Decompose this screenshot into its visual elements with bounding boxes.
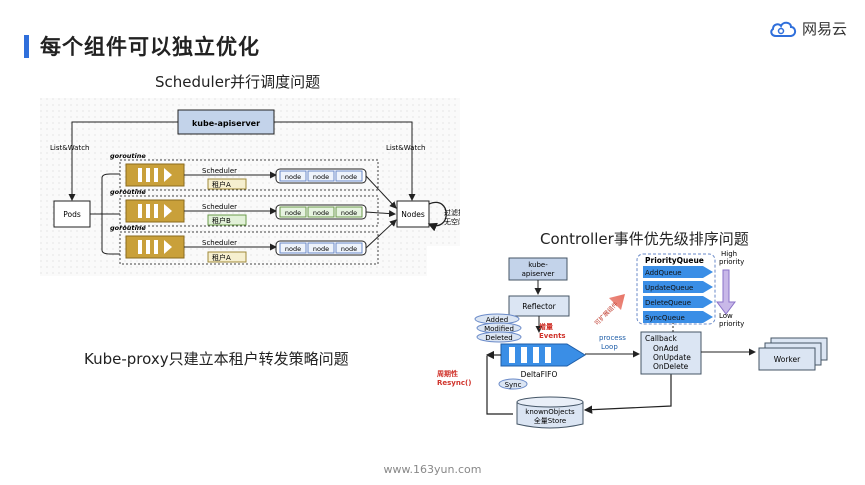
event-deleted: Deleted	[485, 334, 512, 342]
scheduler-label: Scheduler	[202, 239, 237, 247]
brand-logo: 网易云	[768, 18, 847, 39]
store-update-line	[583, 374, 672, 414]
sync-badge: Sync	[498, 378, 528, 390]
controller-apiserver-label-2: apiserver	[522, 270, 555, 278]
tenant-label: 租户B	[212, 216, 231, 225]
scheduler-diagram: kube-apiserver List&Watch List&Watch Pod…	[40, 98, 460, 276]
controller-apiserver-box: kube- apiserver	[508, 257, 568, 281]
logo-text: 网易云	[802, 20, 848, 38]
node-label: node	[285, 245, 301, 253]
page-title: 每个组件可以独立优化	[40, 35, 260, 59]
pods-label: Pods	[63, 210, 81, 219]
scheduler-label: Scheduler	[202, 203, 237, 211]
apiserver-label: kube-apiserver	[192, 119, 260, 128]
callback-title: Callback	[645, 334, 677, 343]
incremental-label-1: 增量	[539, 322, 553, 331]
high-priority-1: High	[721, 250, 737, 258]
nodes-box: Nodes	[396, 200, 430, 228]
priority-down-arrow	[716, 269, 736, 315]
node-label: node	[285, 209, 301, 217]
list-watch-left-label: List&Watch	[50, 144, 90, 152]
goroutine-label: goroutine	[110, 224, 146, 232]
filter-note-2: 无空闲资源Node	[444, 217, 460, 226]
filter-loop-arrow	[427, 201, 447, 232]
cloud-icon	[770, 21, 797, 37]
store-label-1: knownObjects	[525, 408, 575, 416]
pq-update: UpdateQueue	[645, 284, 693, 292]
footer-url: www.163yun.com	[383, 463, 482, 476]
deltafifo-label: DeltaFIFO	[521, 370, 558, 379]
event-added: Added	[486, 316, 508, 324]
node-label: node	[341, 173, 357, 181]
goroutine-label: goroutine	[110, 152, 146, 160]
pods-box: Pods	[53, 200, 91, 228]
resync-label-1: 周期性	[437, 369, 458, 378]
scheduler-caption: Scheduler并行调度问题	[155, 73, 321, 91]
apiserver-box: kube-apiserver	[177, 109, 275, 135]
node-label: node	[313, 245, 329, 253]
pods-fanout	[90, 173, 120, 255]
known-objects-store: knownObjects 全量Store	[516, 396, 584, 429]
incremental-label-2: Events	[539, 332, 566, 340]
worker-stack: Worker	[758, 337, 828, 371]
low-priority-1: Low	[719, 312, 733, 320]
tenant-label: 租户A	[212, 180, 231, 189]
scheduler-row-1: goroutine Scheduler 租户A node node node	[110, 152, 397, 209]
nodes-label: Nodes	[401, 210, 425, 219]
resync-loop-line	[486, 356, 513, 415]
callback-onupdate: OnUpdate	[653, 353, 691, 362]
pq-sync: SyncQueue	[645, 314, 685, 322]
node-label: node	[341, 245, 357, 253]
resync-label-2: Resync()	[437, 379, 471, 387]
kubeproxy-caption: Kube-proxy只建立本租户转发策略问题	[84, 350, 349, 368]
low-priority-2: priority	[719, 320, 744, 328]
callback-ondelete: OnDelete	[653, 362, 689, 371]
tenant-label: 租户A	[212, 253, 231, 262]
pq-add: AddQueue	[645, 269, 682, 277]
scheduler-label: Scheduler	[202, 167, 237, 175]
list-watch-left-line	[68, 121, 178, 201]
store-label-2: 全量Store	[534, 416, 567, 425]
scheduler-row-2: goroutine Scheduler 租户B node node node	[110, 188, 396, 227]
scheduler-row-3: goroutine Scheduler 租户A node node node	[110, 219, 397, 265]
controller-diagram: kube- apiserver Reflector Added Modified…	[427, 246, 837, 432]
reflector-label: Reflector	[522, 302, 556, 311]
controller-apiserver-label-1: kube-	[528, 261, 548, 269]
list-watch-right-line	[274, 121, 416, 201]
title-accent-bar	[24, 35, 29, 58]
event-modified: Modified	[484, 325, 514, 333]
filter-note-1: 过滤掉	[444, 208, 460, 217]
sync-label: Sync	[505, 381, 522, 389]
event-types: Added Modified Deleted	[474, 313, 522, 343]
node-label: node	[341, 209, 357, 217]
controller-caption: Controller事件优先级排序问题	[540, 230, 749, 248]
callback-box: Callback OnAdd OnUpdate OnDelete	[640, 331, 702, 375]
list-watch-right-label: List&Watch	[386, 144, 426, 152]
pq-delete: DeleteQueue	[645, 299, 691, 307]
pq-title: PriorityQueue	[645, 256, 704, 265]
node-label: node	[313, 173, 329, 181]
process-loop-label-2: Loop	[601, 343, 618, 351]
process-loop-label-1: process	[599, 334, 626, 342]
goroutine-label: goroutine	[110, 188, 146, 196]
node-label: node	[285, 173, 301, 181]
priority-queue: PriorityQueue AddQueue UpdateQueue Delet…	[636, 253, 716, 325]
worker-label: Worker	[774, 355, 801, 364]
node-label: node	[313, 209, 329, 217]
high-priority-2: priority	[719, 258, 744, 266]
deltafifo-queue: DeltaFIFO	[500, 343, 586, 379]
reflector-box: Reflector	[508, 295, 570, 317]
callback-onadd: OnAdd	[653, 344, 678, 353]
